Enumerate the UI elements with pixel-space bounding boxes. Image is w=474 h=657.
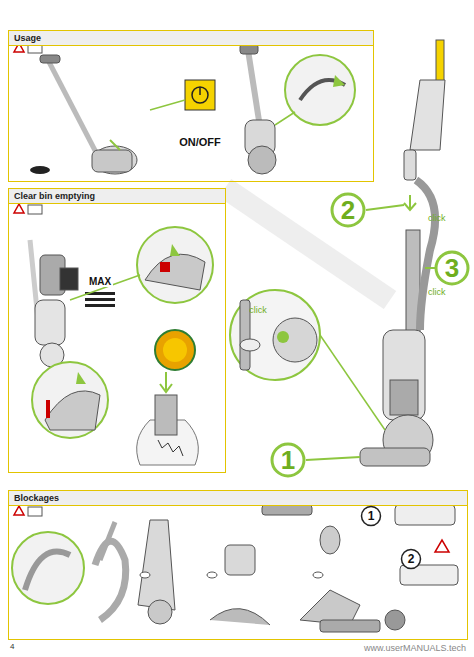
blockage-art — [12, 505, 458, 632]
callout-number: 2 — [341, 197, 355, 223]
click-note: click — [428, 288, 446, 298]
callout-number: 1 — [281, 447, 295, 473]
section-heading: Blockages — [9, 491, 467, 506]
switch-label: ON/OFF — [179, 136, 221, 148]
callout-circle: 1 — [269, 441, 307, 479]
callout-circle: 1 — [360, 505, 382, 527]
watermark: www.userMANUALS.tech — [364, 644, 466, 654]
section-heading: Usage — [9, 31, 373, 46]
section-panel: Clear bin emptying — [8, 188, 226, 473]
max-mark: MAX — [87, 276, 113, 287]
callout-number: 3 — [445, 255, 459, 281]
click-note: click — [249, 306, 267, 316]
vacuum-art — [225, 40, 445, 466]
section-heading: Clear bin emptying — [9, 189, 225, 204]
section-panel: Blockages 1 2 — [8, 490, 468, 640]
click-note: click — [428, 214, 446, 224]
callout-circle: 3 — [433, 249, 471, 287]
callout-circle: 2 — [400, 548, 422, 570]
callout-number: 2 — [408, 553, 415, 565]
page-number: 4 — [10, 643, 14, 652]
callout-circle: 2 — [329, 191, 367, 229]
callout-number: 1 — [368, 510, 375, 522]
usage-art — [14, 43, 355, 174]
bin-art — [14, 204, 213, 465]
section-panel: Usage — [8, 30, 374, 182]
